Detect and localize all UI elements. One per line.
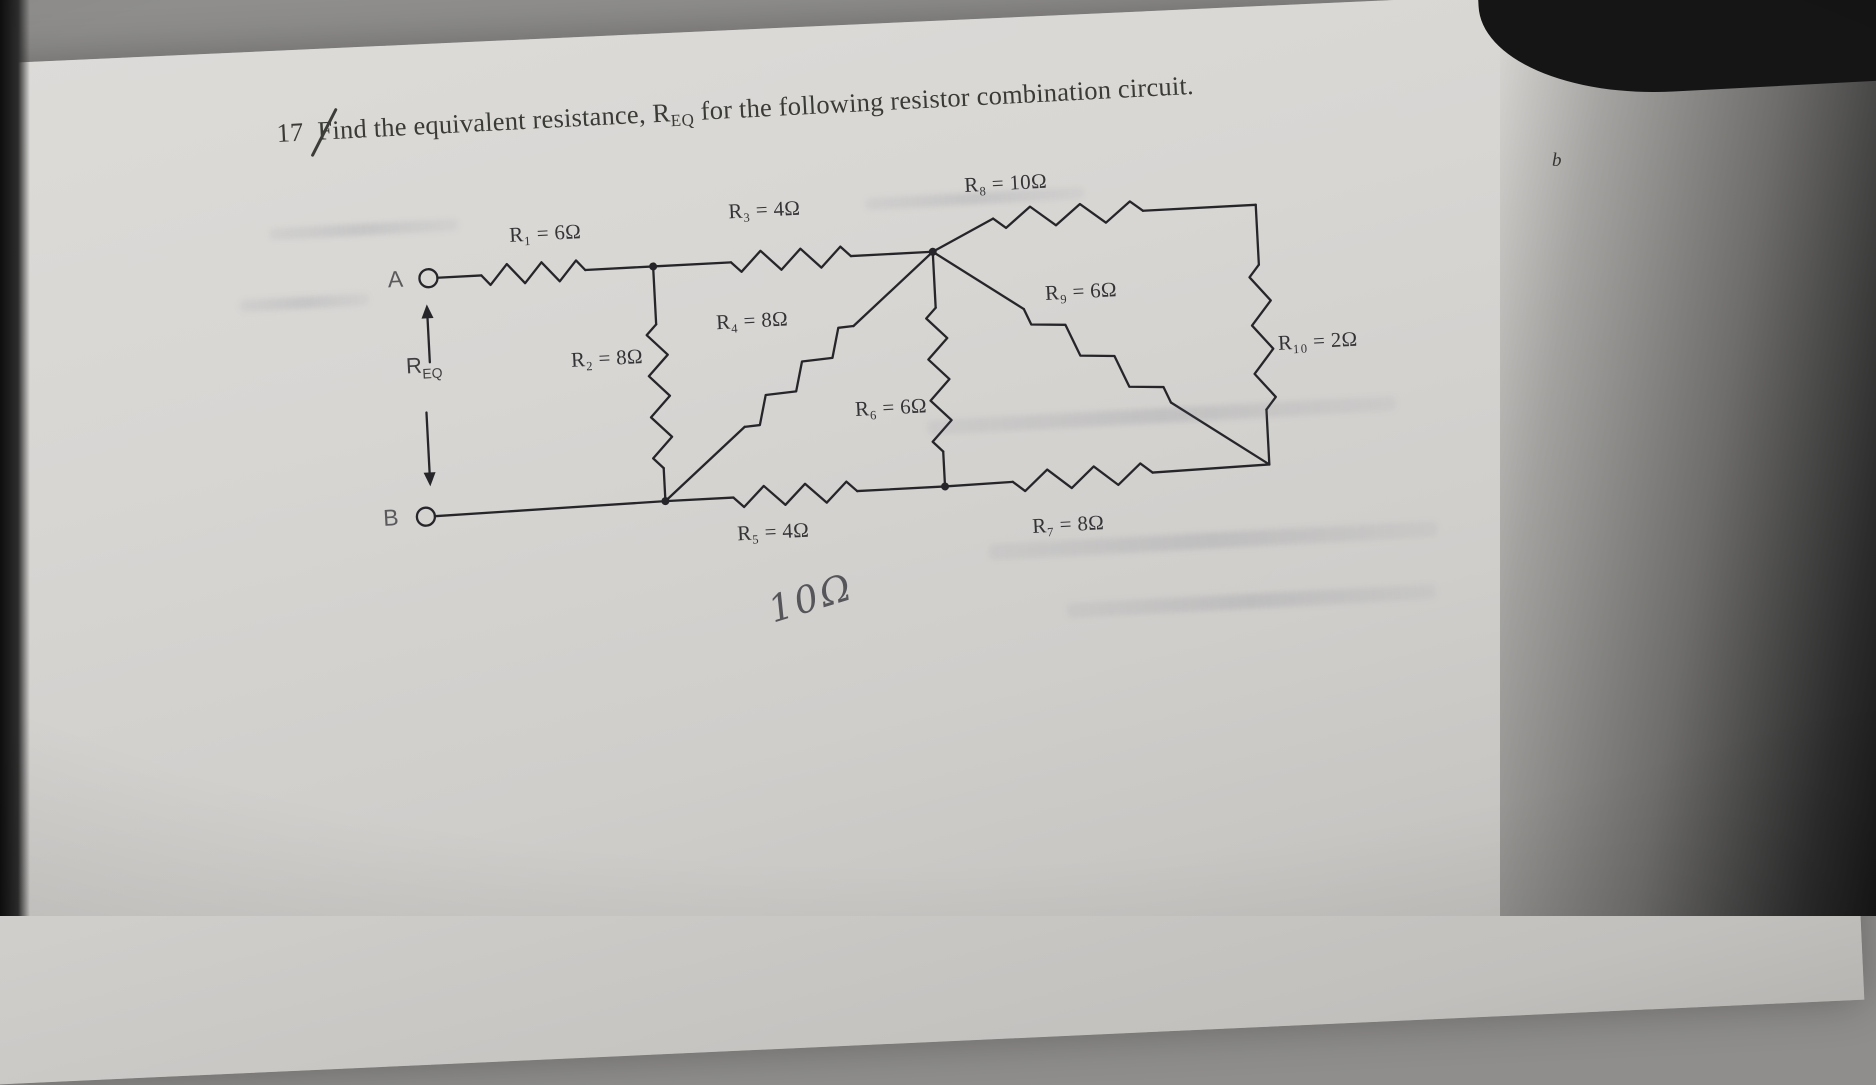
book-edge-shadow — [1500, 0, 1876, 916]
terminal-b — [415, 506, 437, 527]
resistor-r8 — [991, 200, 1145, 230]
margin-note: b — [1552, 150, 1562, 171]
resistor-r7 — [1011, 462, 1154, 493]
wire — [1169, 401, 1271, 466]
resistor-r3 — [729, 245, 853, 273]
wire — [931, 250, 1026, 311]
wire — [849, 250, 934, 258]
wire — [664, 496, 735, 503]
wire — [651, 261, 733, 268]
problem-req-subscript: EQ — [670, 110, 695, 131]
resistor-r10 — [1248, 263, 1277, 411]
req-label-base: R — [405, 353, 422, 379]
resistor-label-r7: R₇ = 8Ω — [1032, 510, 1105, 538]
wire — [1151, 463, 1271, 474]
wire — [852, 250, 934, 328]
wire — [943, 480, 1015, 488]
circuit-diagram: A B REQ R₁ = 6Ω R₂ = 8Ω R₃ = 4Ω R₄ = 8Ω … — [383, 169, 1358, 546]
req-label-subscript: EQ — [422, 365, 443, 382]
req-label: REQ — [405, 352, 443, 383]
circuit-wiring — [415, 200, 1277, 527]
resistor-r9 — [1022, 307, 1173, 404]
resistor-label-r4: R₄ = 8Ω — [716, 306, 789, 334]
wire — [1254, 203, 1261, 266]
wire — [931, 217, 995, 253]
wire — [942, 450, 947, 488]
wire — [856, 485, 947, 493]
wire — [931, 250, 937, 309]
wire — [584, 265, 655, 272]
photo-left-edge — [0, 0, 30, 916]
resistor-label-r1: R₁ = 6Ω — [509, 219, 582, 247]
resistor-label-r9: R₉ = 6Ω — [1044, 277, 1117, 305]
wire — [436, 274, 483, 279]
junction-dot — [661, 497, 670, 506]
problem-number: 17 — [275, 116, 305, 148]
bleedthrough-artifact — [1066, 583, 1437, 619]
wire — [1141, 203, 1257, 212]
resistor-label-r10: R₁₀ = 2Ω — [1277, 327, 1358, 355]
req-arrow-up — [426, 313, 431, 364]
junction-dot — [941, 482, 950, 491]
resistor-label-r3: R₃ = 4Ω — [728, 196, 801, 224]
wire — [651, 265, 658, 326]
req-arrow-down — [425, 411, 431, 476]
resistor-r1 — [480, 259, 587, 287]
wire — [664, 425, 746, 503]
req-arrow-up-head — [421, 304, 434, 319]
terminal-b-label: B — [383, 504, 400, 531]
wire — [662, 467, 667, 503]
wire — [433, 499, 667, 518]
junction-dot — [649, 262, 658, 271]
terminal-a — [418, 268, 439, 289]
req-arrow-down-head — [423, 472, 436, 487]
resistor-r5 — [732, 480, 859, 509]
resistor-r6 — [925, 306, 953, 453]
resistor-label-r8: R₈ = 10Ω — [964, 169, 1048, 197]
wire — [1265, 408, 1271, 466]
terminal-a-label: A — [387, 266, 404, 293]
resistor-label-r5: R₅ = 4Ω — [737, 518, 810, 546]
resistor-r2 — [645, 323, 674, 470]
junction-dot — [928, 247, 937, 256]
resistor-r4 — [743, 324, 855, 429]
resistor-label-r2: R₂ = 8Ω — [570, 344, 643, 372]
resistor-label-r6: R₆ = 6Ω — [854, 393, 927, 421]
bleedthrough-artifact — [239, 293, 370, 313]
